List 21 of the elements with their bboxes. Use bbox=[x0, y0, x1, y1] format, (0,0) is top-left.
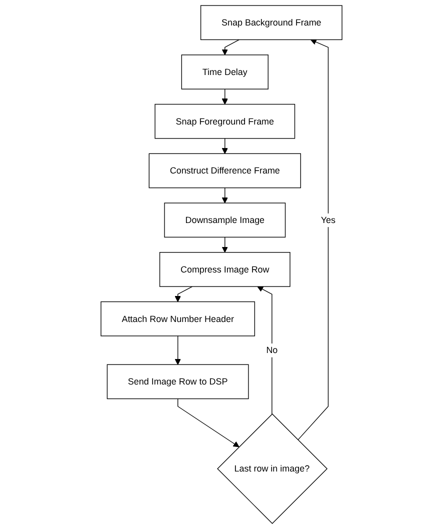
arrow bbox=[174, 336, 181, 365]
edge-label: No bbox=[266, 344, 278, 356]
arrow bbox=[222, 236, 228, 253]
arrow bbox=[222, 138, 228, 154]
arrow bbox=[222, 88, 228, 105]
node-box: Time Delay bbox=[181, 54, 268, 90]
node-diamond: Last row in image? bbox=[217, 413, 328, 524]
arrow bbox=[174, 286, 193, 302]
edge-label: Yes bbox=[320, 214, 336, 226]
arrow bbox=[222, 39, 240, 56]
arrow bbox=[222, 187, 228, 204]
node-box: Construct Difference Frame bbox=[148, 153, 301, 188]
arrow bbox=[257, 286, 272, 414]
node-box: Snap Background Frame bbox=[200, 5, 342, 40]
node-box: Downsample Image bbox=[164, 202, 286, 238]
node-box: Snap Foreground Frame bbox=[154, 104, 296, 139]
arrow bbox=[298, 39, 329, 440]
node-box: Attach Row Number Header bbox=[100, 301, 256, 336]
arrow bbox=[178, 398, 240, 448]
node-box: Send Image Row to DSP bbox=[106, 364, 249, 400]
node-box: Compress Image Row bbox=[159, 252, 290, 287]
